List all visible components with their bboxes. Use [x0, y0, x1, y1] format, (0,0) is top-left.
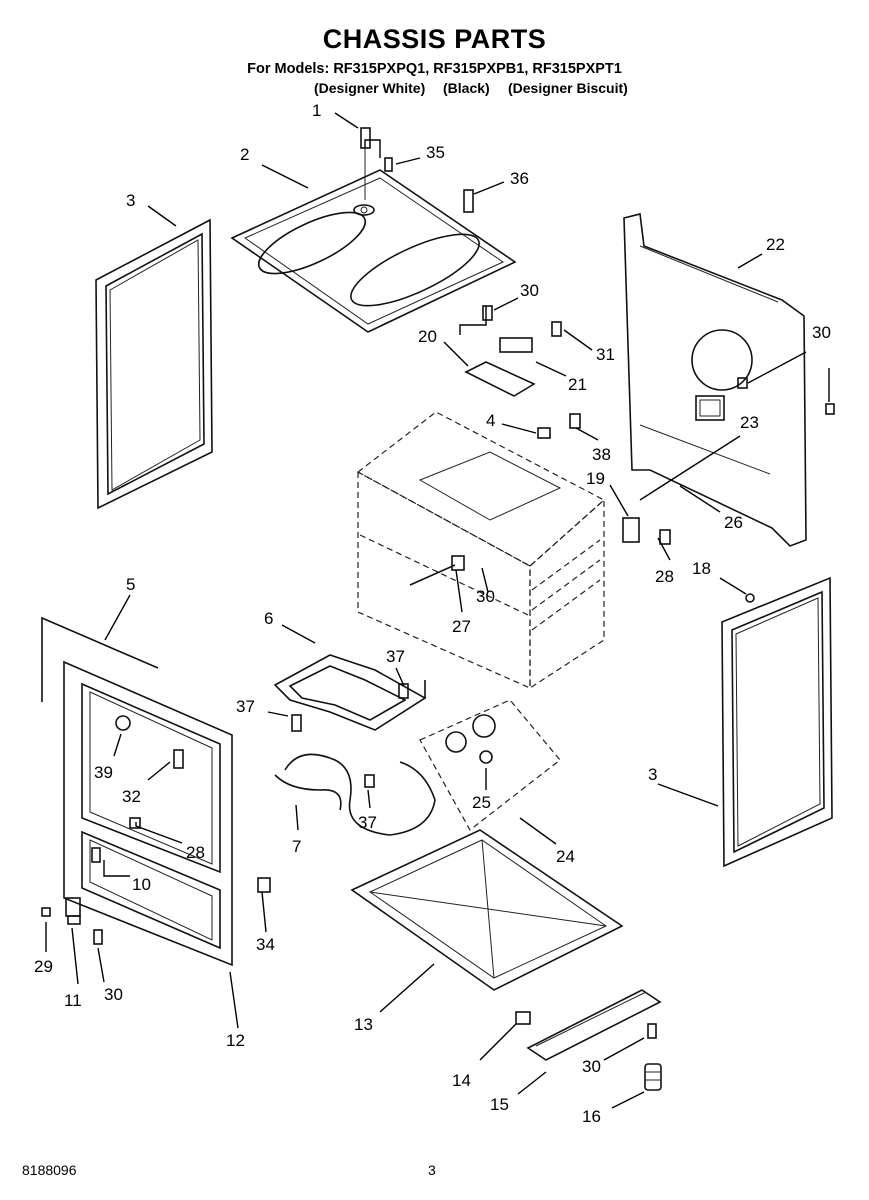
callout-2: 2	[240, 145, 249, 164]
part-2-top-panel	[230, 169, 517, 333]
callout-27: 27	[452, 617, 471, 636]
callout-6: 6	[264, 609, 273, 628]
callout-18: 18	[692, 559, 711, 578]
part-15-drawer-rail	[526, 989, 662, 1061]
callout-30-hinge: 30	[104, 985, 123, 1004]
fasteners	[41, 157, 835, 1039]
variant-black: (Black)	[443, 80, 490, 96]
callout-12: 12	[226, 1031, 245, 1050]
part-7-bake-element	[274, 753, 436, 836]
callout-30-rail: 30	[582, 1057, 601, 1076]
callout-7: 7	[292, 837, 301, 856]
variant-designer-biscuit: (Designer Biscuit)	[508, 80, 628, 96]
callout-30-rear: 30	[812, 323, 831, 342]
callout-24: 24	[556, 847, 575, 866]
part-27-sensor	[409, 555, 465, 586]
callout-39: 39	[94, 763, 113, 782]
callout-34: 34	[256, 935, 275, 954]
leader-lines	[45, 112, 830, 1109]
callout-1: 1	[312, 101, 321, 120]
callout-3-right: 3	[648, 765, 657, 784]
callout-14: 14	[452, 1071, 471, 1090]
doc-number: 8188096	[22, 1162, 77, 1178]
callout-37-bake: 37	[358, 813, 377, 832]
callout-38: 38	[592, 445, 611, 464]
callout-5: 5	[126, 575, 135, 594]
part-24-knob-assembly	[419, 699, 561, 831]
part-11-hinge	[65, 897, 81, 925]
part-13-drawer	[350, 829, 624, 991]
callout-29: 29	[34, 957, 53, 976]
callout-13: 13	[354, 1015, 373, 1034]
callout-30-top: 30	[520, 281, 539, 300]
callout-22: 22	[766, 235, 785, 254]
models-line: For Models: RF315PXPQ1, RF315PXPB1, RF31…	[247, 61, 622, 77]
callout-23: 23	[740, 413, 759, 432]
variant-designer-white: (Designer White)	[314, 80, 426, 96]
page-number: 3	[428, 1162, 436, 1178]
callout-37-broil: 37	[386, 647, 405, 666]
callout-37-left: 37	[236, 697, 255, 716]
part-3-left-side-panel	[95, 218, 213, 510]
part-22-rear-panel	[623, 213, 807, 547]
part-5-gasket	[41, 616, 159, 702]
callout-11: 11	[64, 991, 82, 1010]
part-14-clip	[515, 1011, 531, 1025]
callout-30-cavity: 30	[476, 587, 495, 606]
callout-10: 10	[132, 875, 151, 894]
part-3-right-side-panel	[721, 576, 833, 868]
part-12-front-frame	[63, 660, 233, 967]
page-title: CHASSIS PARTS	[322, 24, 547, 54]
part-6-broil-element	[273, 654, 427, 731]
callout-4: 4	[486, 411, 495, 430]
callout-35: 35	[426, 143, 445, 162]
callout-20: 20	[418, 327, 437, 346]
callout-28-right: 28	[655, 567, 674, 586]
callout-21: 21	[568, 375, 587, 394]
callout-labels: 1 2 3 3 4 5 6 7 10 11 12 13 14 15 16 18 …	[34, 101, 831, 1126]
callout-19: 19	[586, 469, 605, 488]
part-16-leveling-leg	[644, 1063, 662, 1091]
part-1-pin	[360, 127, 371, 200]
callout-26: 26	[724, 513, 743, 532]
callout-25: 25	[472, 793, 491, 812]
callout-15: 15	[490, 1095, 509, 1114]
callout-31: 31	[596, 345, 615, 364]
callout-3-left: 3	[126, 191, 135, 210]
callout-36: 36	[510, 169, 529, 188]
callout-16: 16	[582, 1107, 601, 1126]
callout-32: 32	[122, 787, 141, 806]
callout-28-left: 28	[186, 843, 205, 862]
oven-cavity	[356, 411, 606, 690]
